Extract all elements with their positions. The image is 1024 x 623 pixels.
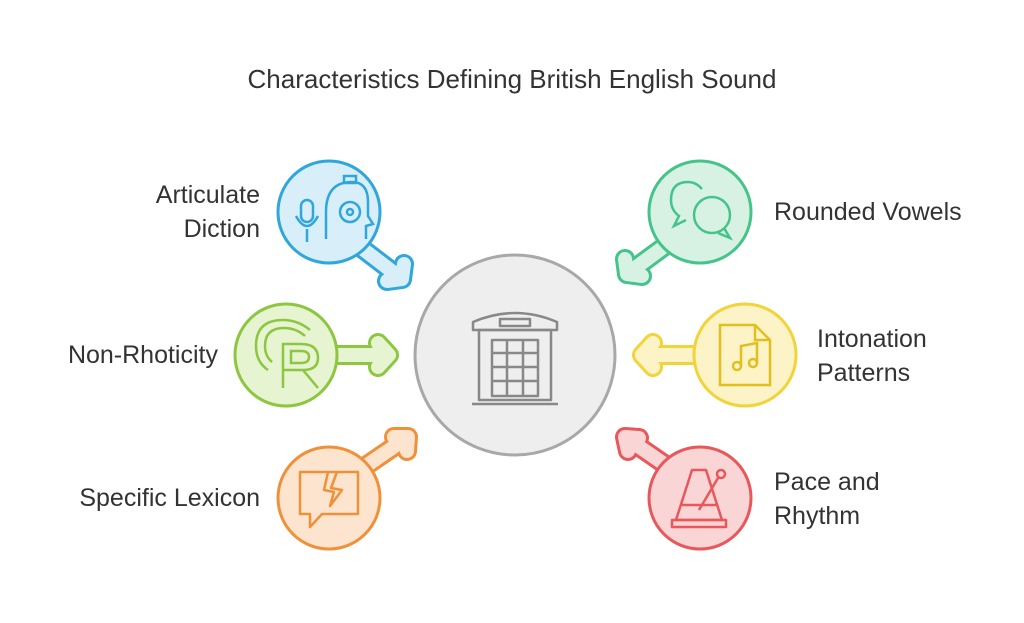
node-intonation-patterns bbox=[632, 302, 798, 408]
label-specific-lexicon: Specific Lexicon bbox=[79, 484, 260, 512]
diagram-title: Characteristics Defining British English… bbox=[247, 64, 777, 94]
label-pace-and-rhythm: Pace and Rhythm bbox=[774, 468, 880, 530]
node-articulate-diction bbox=[276, 159, 414, 291]
label-non-rhoticity: Non-Rhoticity bbox=[67, 341, 218, 369]
node-pace-and-rhythm bbox=[615, 427, 753, 551]
music-file-icon bbox=[718, 323, 772, 387]
microphone-headset-icon bbox=[294, 174, 375, 242]
node-rounded-vowels bbox=[615, 159, 753, 286]
label-intonation-patterns: Intonation Patterns bbox=[817, 325, 927, 387]
phone-booth-icon bbox=[471, 311, 559, 406]
broken-speech-icon bbox=[298, 470, 360, 529]
center-circle bbox=[413, 253, 617, 457]
node-non-rhoticity bbox=[233, 302, 399, 408]
label-articulate-diction: Articulate Diction bbox=[155, 181, 260, 243]
metronome-icon bbox=[670, 468, 728, 529]
label-rounded-vowels: Rounded Vowels bbox=[774, 198, 962, 226]
node-specific-lexicon bbox=[276, 427, 418, 551]
registered-r-icon bbox=[254, 318, 320, 389]
speech-bubbles-icon bbox=[669, 180, 734, 241]
